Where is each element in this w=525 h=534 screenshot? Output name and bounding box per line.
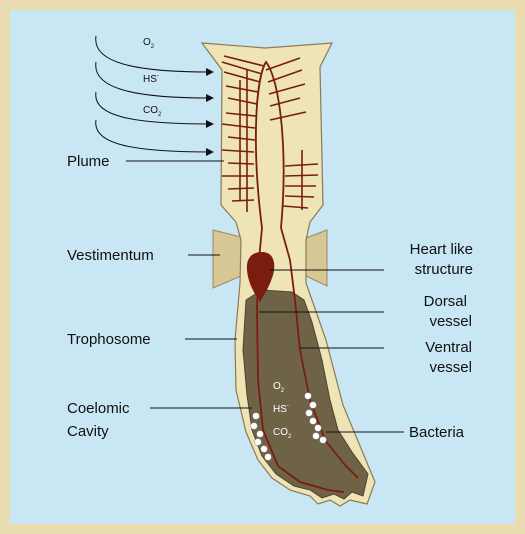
- label-dorsal-vessel: vessel: [429, 313, 472, 330]
- label-coelomic: Coelomic: [67, 400, 130, 417]
- label-dorsal: Dorsal: [424, 293, 467, 310]
- label-vestimentum: Vestimentum: [67, 247, 154, 264]
- label-structure: structure: [415, 261, 473, 278]
- label-ventral-vessel: vessel: [429, 359, 472, 376]
- incoming-gas-hs: HS-: [143, 73, 159, 85]
- internal-gas-hs: HS-: [273, 403, 289, 415]
- label-trophosome: Trophosome: [67, 331, 151, 348]
- label-bacteria: Bacteria: [409, 424, 465, 441]
- label-cavity: Cavity: [67, 423, 109, 440]
- label-plume: Plume: [67, 153, 110, 170]
- label-heart-like: Heart like: [410, 241, 473, 258]
- vestimentum-right-flap: [306, 230, 327, 286]
- label-ventral: Ventral: [425, 339, 472, 356]
